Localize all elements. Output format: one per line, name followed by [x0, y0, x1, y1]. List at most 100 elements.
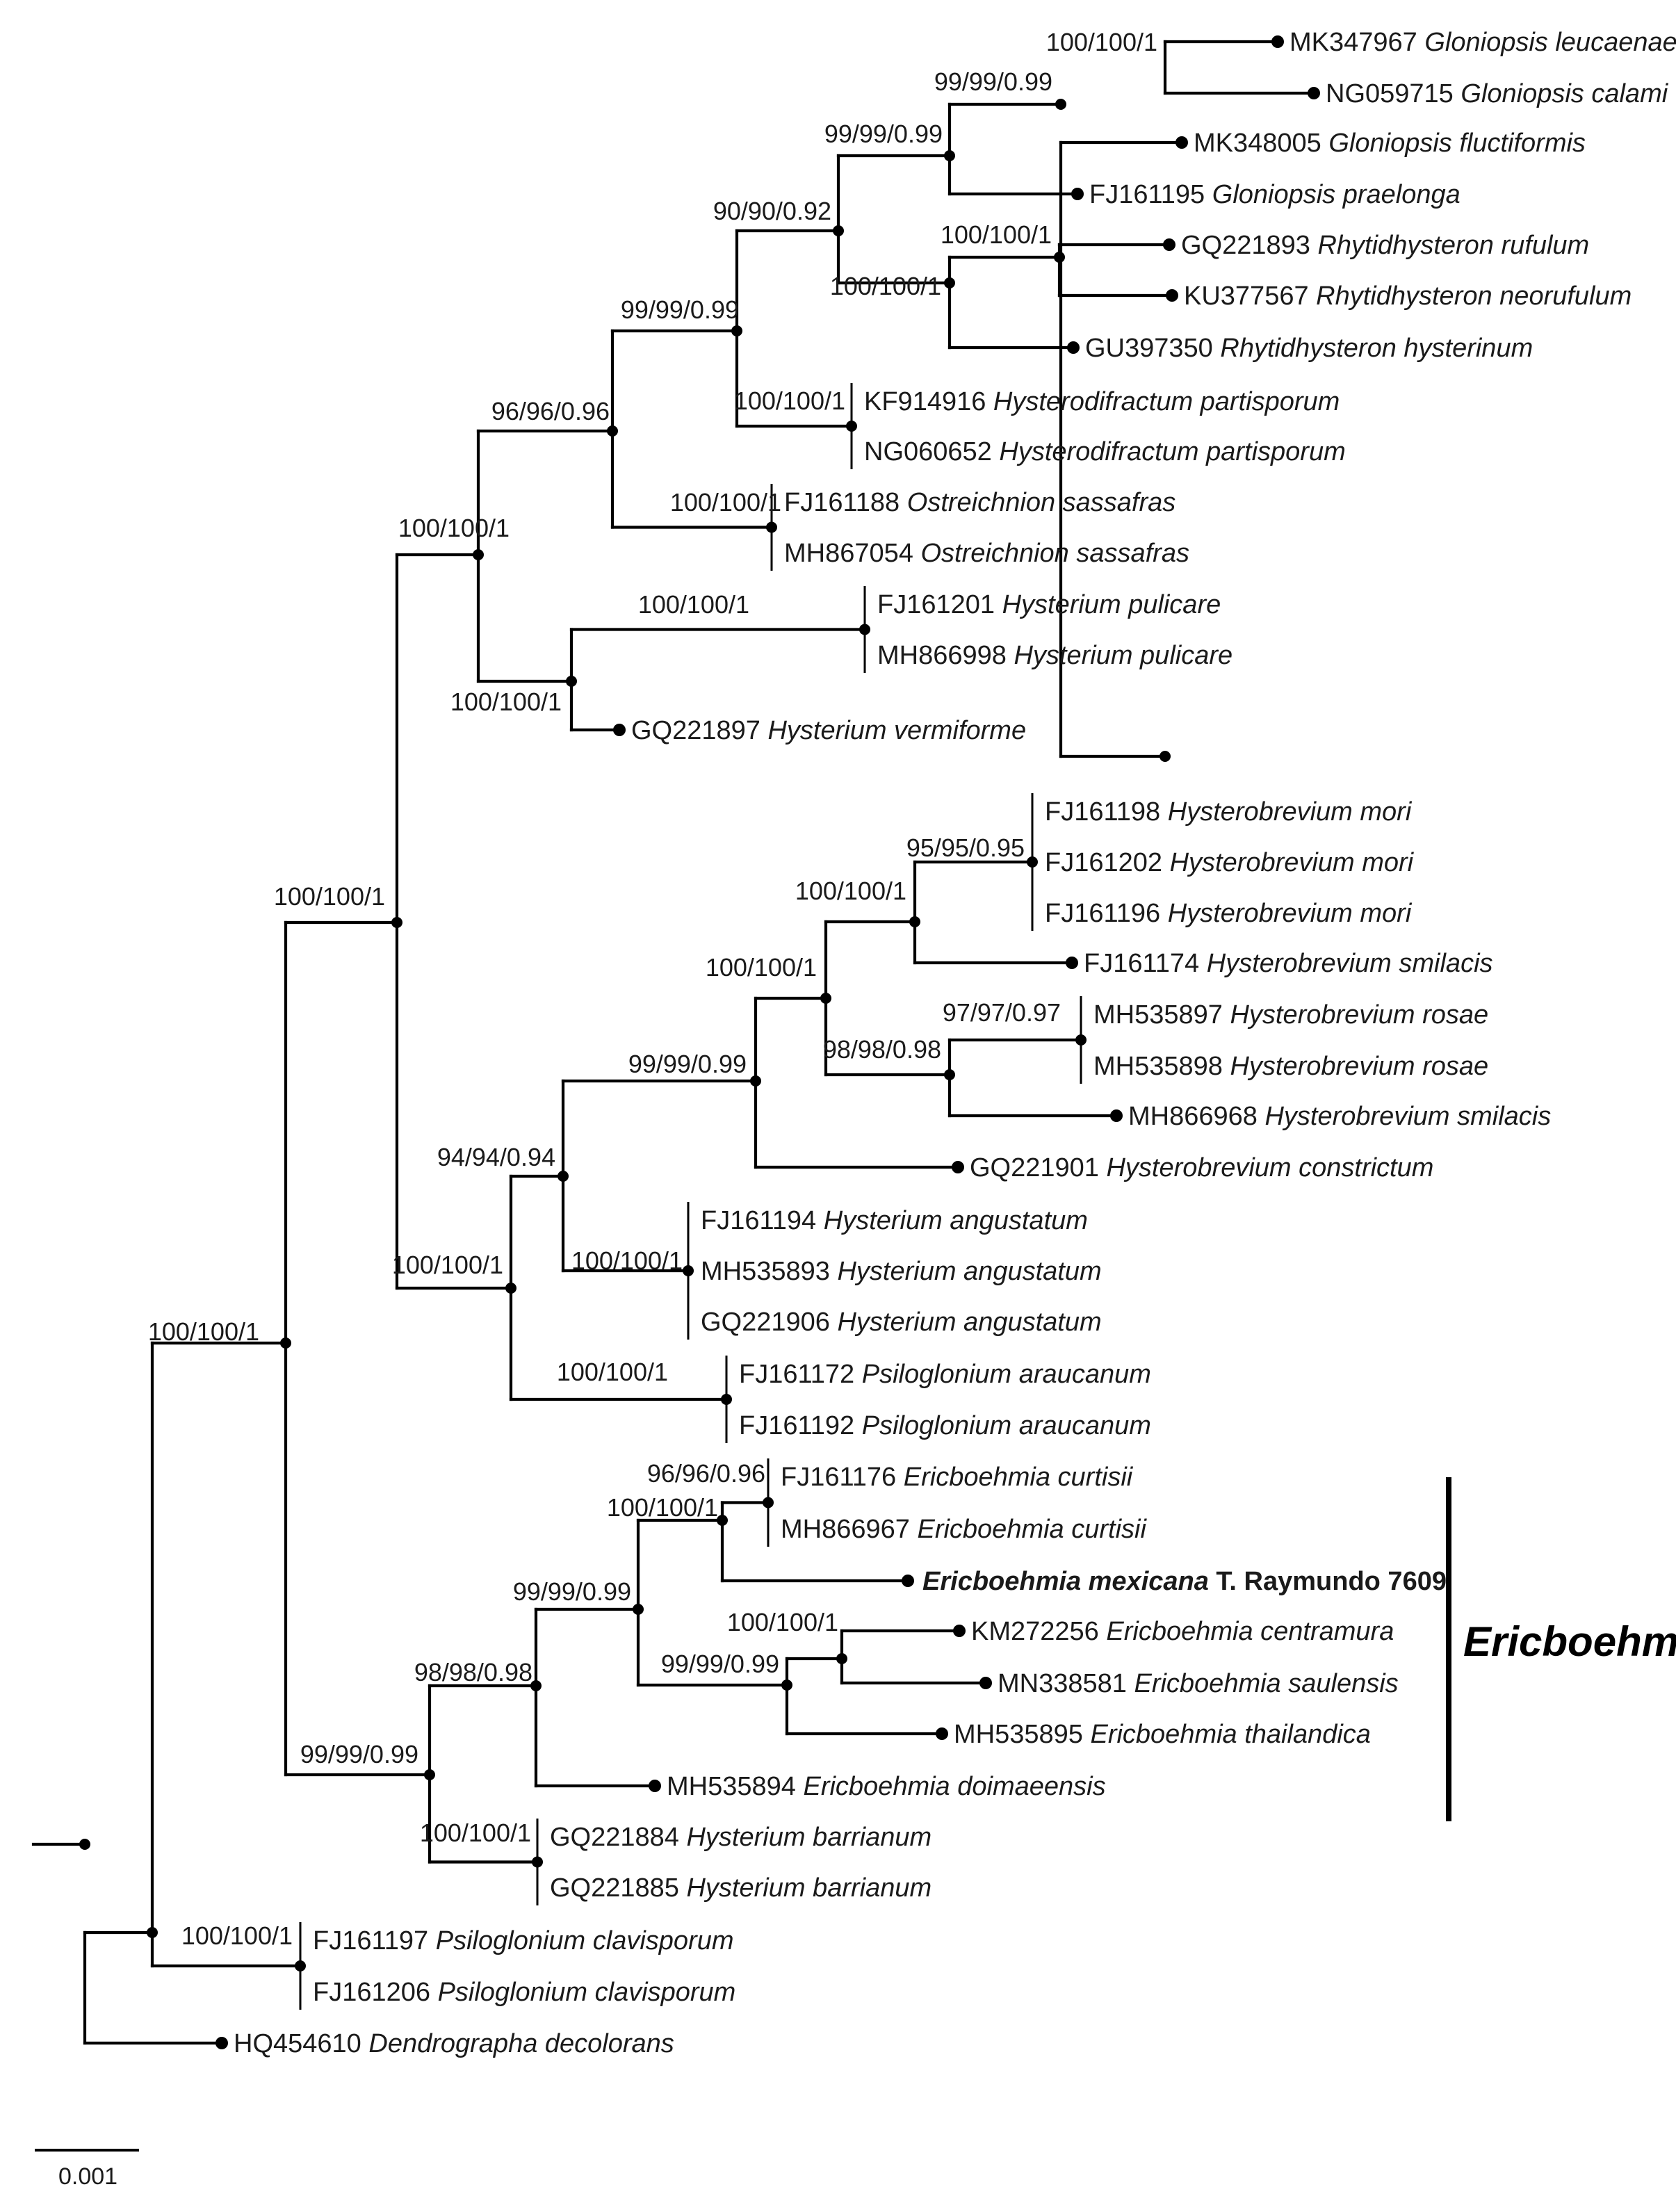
support-value: 99/99/0.99 [934, 67, 1052, 96]
species-name: Hysterium pulicare [1002, 590, 1221, 619]
tip-label: FJ161192 Psiloglonium araucanum [739, 1411, 1151, 1440]
node-dot [909, 916, 920, 927]
support-value: 96/96/0.96 [647, 1459, 765, 1488]
clade-label: Ericboehmia [1463, 1618, 1676, 1665]
tip-label: KF914916 Hysterodifractum partisporum [864, 387, 1340, 416]
tip-label: NG060652 Hysterodifractum partisporum [864, 437, 1346, 466]
tip-label: MK347967 Gloniopsis leucaenae [1289, 28, 1676, 57]
tip-label: FJ161195 Gloniopsis praelonga [1089, 180, 1461, 209]
accession: MH535897 [1093, 1000, 1230, 1030]
tip-dot [649, 1780, 661, 1792]
species-name: Hysterium angustatum [837, 1257, 1101, 1286]
node-dot [1055, 99, 1066, 110]
tip-label: GQ221897 Hysterium vermiforme [631, 716, 1026, 745]
node-dot [731, 325, 742, 336]
tip-label: KM272256 Ericboehmia centramura [971, 1617, 1394, 1646]
species-name: Gloniopsis fluctiformis [1328, 129, 1586, 158]
accession: FJ161194 [701, 1206, 824, 1235]
species-name: Hysterium vermiforme [767, 716, 1026, 745]
accession: GQ221893 [1181, 231, 1317, 260]
accession: GU397350 [1085, 334, 1220, 363]
support-value: 99/99/0.99 [513, 1577, 631, 1606]
species-name: Gloniopsis calami [1461, 79, 1668, 108]
accession: MH535894 [667, 1772, 803, 1801]
species-name: Ericboehmia thailandica [1090, 1720, 1370, 1749]
tip-label: GU397350 Rhytidhysteron hysterinum [1085, 334, 1533, 363]
support-value: 99/99/0.99 [621, 295, 739, 324]
accession: MH535895 [954, 1720, 1090, 1749]
species-name: Ericboehmia curtisii [917, 1515, 1147, 1544]
accession: MK348005 [1194, 129, 1328, 158]
species-name: Gloniopsis leucaenae [1424, 28, 1676, 57]
node-dot [295, 1960, 306, 1971]
species-name: Hysterobrevium mori [1168, 899, 1413, 928]
node-dot [1160, 751, 1171, 762]
tip-label: MH866998 Hysterium pulicare [877, 641, 1232, 670]
species-name: Hysterium angustatum [837, 1308, 1101, 1337]
accession: FJ161206 [313, 1978, 438, 2007]
node-dot [280, 1337, 291, 1349]
species-name: Hysterobrevium mori [1168, 797, 1413, 827]
node-dot [391, 917, 402, 928]
accession: FJ161201 [877, 590, 1002, 619]
species-name: Hysterobrevium constrictum [1106, 1153, 1433, 1182]
tip-label: FJ161206 Psiloglonium clavisporum [313, 1978, 735, 2007]
support-value: 100/100/1 [148, 1317, 259, 1346]
species-name: Hysterodifractum partisporum [999, 437, 1345, 466]
accession: FJ161197 [313, 1926, 436, 1955]
species-name: Rhytidhysteron neorufulum [1316, 282, 1632, 311]
support-value: 97/97/0.97 [943, 998, 1061, 1027]
support-value: 100/100/1 [181, 1921, 293, 1950]
support-value: 100/100/1 [670, 488, 781, 517]
species-name: Hysterobrevium rosae [1230, 1052, 1488, 1081]
scale-label: 0.001 [58, 2163, 117, 2190]
support-value: 100/100/1 [638, 590, 749, 619]
species-name: Hysterium angustatum [824, 1206, 1088, 1235]
tip-label: MK348005 Gloniopsis fluctiformis [1194, 129, 1586, 158]
support-value: 90/90/0.92 [713, 197, 831, 225]
support-value: 98/98/0.98 [414, 1658, 532, 1686]
species-name: Ericboehmia mexicana [922, 1567, 1209, 1596]
node-dot [566, 676, 577, 687]
species-name: Psiloglonium araucanum [862, 1360, 1151, 1389]
support-value: 100/100/1 [734, 387, 845, 415]
support-value: 100/100/1 [727, 1608, 838, 1636]
voucher: T. Raymundo 7609 [1209, 1567, 1447, 1596]
support-value: 100/100/1 [795, 877, 906, 905]
node-dot [781, 1680, 792, 1691]
node-dot [717, 1515, 728, 1526]
accession: FJ161174 [1084, 949, 1207, 978]
tree-branches [31, 40, 1316, 2045]
node-dot [530, 1680, 542, 1691]
node-dot [766, 521, 777, 533]
tip-label: FJ161202 Hysterobrevium mori [1045, 848, 1415, 877]
tip-label: MH535895 Ericboehmia thailandica [954, 1720, 1371, 1749]
tip-label: MH866967 Ericboehmia curtisii [781, 1515, 1147, 1544]
node-dot [750, 1075, 761, 1087]
tip-label: GQ221906 Hysterium angustatum [701, 1308, 1102, 1337]
species-name: Hysterobrevium smilacis [1207, 949, 1493, 978]
accession: FJ161195 [1089, 180, 1212, 209]
accession: GQ221885 [550, 1873, 686, 1903]
species-name: Ericboehmia curtisii [904, 1463, 1134, 1492]
tip-label: GQ221893 Rhytidhysteron rufulum [1181, 231, 1589, 260]
accession: FJ161192 [739, 1411, 862, 1440]
node-dot [147, 1927, 158, 1938]
node-dot [607, 425, 618, 437]
species-name: Hysterobrevium mori [1170, 848, 1415, 877]
species-name: Hysterobrevium smilacis [1264, 1102, 1551, 1131]
species-name: Ostreichnion sassafras [920, 539, 1189, 568]
node-dot [1075, 1034, 1087, 1046]
support-value: 100/100/1 [830, 272, 941, 300]
node-dot [424, 1769, 435, 1780]
species-name: Ostreichnion sassafras [907, 488, 1176, 517]
tip-label: GQ221884 Hysterium barrianum [550, 1823, 931, 1852]
tip-label: MH535897 Hysterobrevium rosae [1093, 1000, 1488, 1030]
accession: GQ221884 [550, 1823, 686, 1852]
accession: MH866968 [1128, 1102, 1264, 1131]
species-name: Gloniopsis praelonga [1212, 180, 1461, 209]
support-value: 100/100/1 [571, 1246, 683, 1275]
accession: HQ454610 [234, 2029, 368, 2058]
node-dot [820, 993, 831, 1004]
support-value: 100/100/1 [274, 882, 385, 911]
